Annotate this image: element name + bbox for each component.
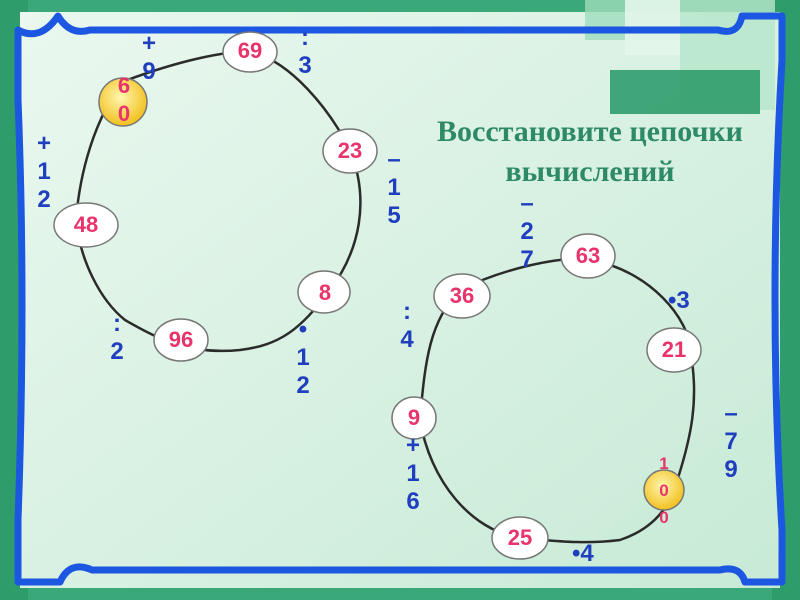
chain2-op-minus27: –27 (520, 190, 534, 273)
chain2-number-63: 63 (575, 243, 601, 268)
chain2-node-21 (646, 327, 702, 373)
chain2-number-9: 9 (407, 405, 421, 430)
chain1-number-60-text: 60 (117, 73, 131, 126)
chain2-node-36 (433, 273, 491, 319)
chain1-op-div3: :3 (298, 24, 312, 79)
chain2-node-100 (643, 469, 685, 511)
chain2-node-25 (491, 516, 549, 560)
chain2-op-minus79: –79 (724, 400, 738, 483)
title-line-1: Восстановите цепочки (437, 115, 743, 148)
chain2-number-36: 36 (449, 283, 475, 308)
chain1-op-plus12: +12 (36, 130, 51, 213)
chain1-number-8: 8 (318, 280, 332, 305)
title-line-2: вычислений (505, 155, 675, 188)
chain1-op-div2: :2 (110, 310, 124, 365)
chain2-node-63 (560, 233, 616, 279)
chain1-node-8 (297, 270, 351, 314)
chain1-op-times12: •12 (296, 316, 310, 399)
chain1-node-60 (98, 77, 148, 127)
chain1-node-48 (53, 202, 119, 248)
chain2-op-div4: :4 (400, 298, 414, 353)
chain1-node-96 (153, 318, 209, 362)
decor-square-4 (610, 70, 760, 114)
chain2-op-times4: •4 (572, 540, 594, 567)
chain2-number-21: 21 (661, 337, 687, 362)
chain2-op-times3: •3 (668, 287, 690, 314)
page-title: Восстановите цепочки вычислений (400, 112, 780, 192)
chain2-number-25: 25 (507, 525, 533, 550)
chain1-number-60: 60 (113, 72, 135, 128)
chain2-number-100: 100 (659, 454, 669, 527)
chain1-number-23: 23 (337, 138, 363, 163)
chain1-number-48: 48 (73, 212, 99, 237)
chain1-node-69 (222, 31, 278, 73)
chain2-node-9 (391, 396, 437, 440)
blue-frame (14, 12, 786, 586)
chain2-op-plus16: +16 (405, 432, 420, 515)
chain1-number-69: 69 (237, 38, 263, 63)
chain1-op-minus15: –15 (387, 146, 401, 229)
chain1-number-96: 96 (168, 327, 194, 352)
chain1-op-plus9: +9 (141, 30, 156, 85)
chain1-node-23 (322, 128, 378, 174)
